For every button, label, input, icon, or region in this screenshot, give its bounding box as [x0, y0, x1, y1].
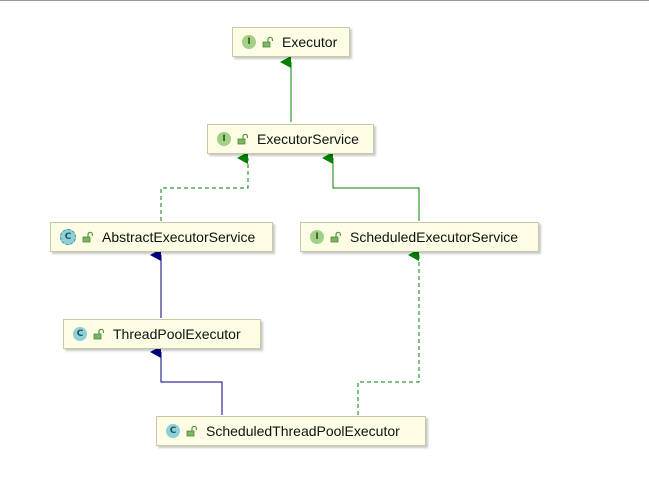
node-scheduled-thread-pool-executor[interactable]: C ScheduledThreadPoolExecutor: [156, 416, 426, 446]
unlocked-lock-icon: [93, 328, 104, 340]
node-label: AbstractExecutorService: [102, 229, 256, 245]
node-executor-service[interactable]: I ExecutorService: [207, 124, 374, 154]
node-scheduled-executor-service[interactable]: I ScheduledExecutorService: [300, 222, 539, 252]
unlocked-lock-icon: [330, 231, 341, 243]
node-label: ScheduledExecutorService: [350, 229, 519, 245]
top-border: [0, 0, 649, 1]
node-abstract-executor-service[interactable]: C AbstractExecutorService: [50, 222, 273, 252]
class-icon: C: [73, 327, 87, 341]
node-label: ScheduledThreadPoolExecutor: [206, 423, 400, 439]
interface-icon: I: [310, 230, 324, 244]
edge-abstractexecutorservice-to-executorservice: [160, 152, 249, 221]
unlocked-lock-icon: [262, 36, 273, 48]
node-thread-pool-executor[interactable]: C ThreadPoolExecutor: [63, 319, 261, 349]
unlocked-lock-icon: [186, 425, 197, 437]
node-label: Executor: [282, 34, 338, 50]
edge-scheduledthreadpoolexecutor-to-threadpoolexecutor: [150, 346, 223, 415]
unlocked-lock-icon: [82, 231, 93, 243]
interface-icon: I: [242, 35, 256, 49]
interface-icon: I: [217, 132, 231, 146]
node-label: ExecutorService: [257, 131, 359, 147]
node-executor[interactable]: I Executor: [232, 27, 350, 57]
unlocked-lock-icon: [237, 133, 248, 145]
edge-scheduledthreadpoolexecutor-to-scheduledexecutorservice: [357, 249, 420, 415]
class-icon: C: [166, 424, 180, 438]
edge-scheduledexecutorservice-to-executorservice: [322, 152, 420, 221]
node-label: ThreadPoolExecutor: [113, 326, 241, 342]
abstract-class-icon: C: [60, 229, 76, 245]
